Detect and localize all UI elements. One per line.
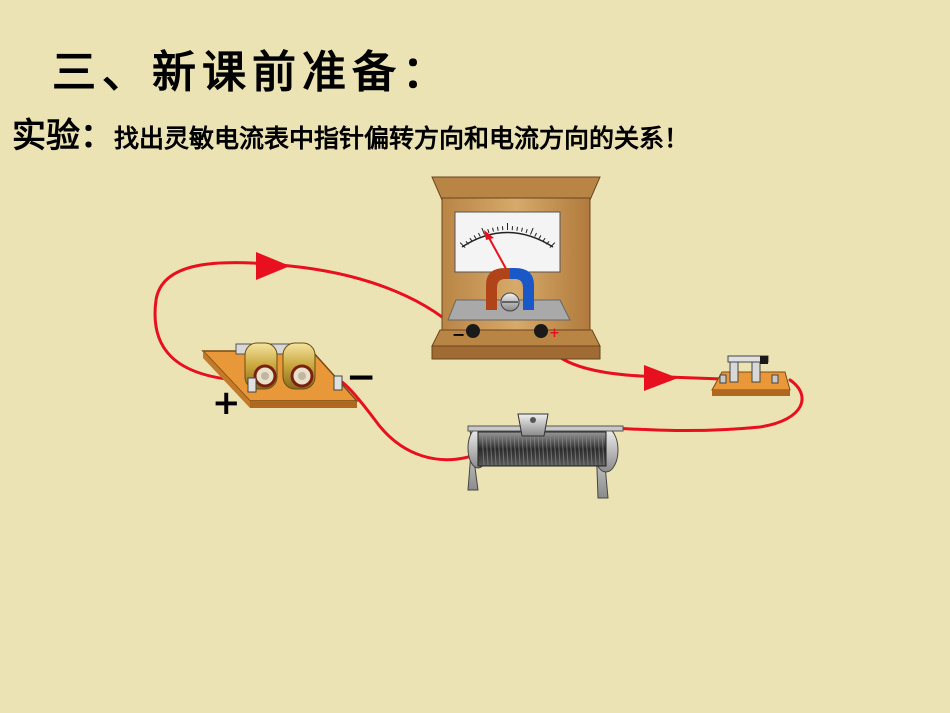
magnet-blue: [510, 268, 534, 310]
coil-winding: [541, 432, 545, 466]
scale-tick: [481, 227, 486, 235]
galvanometer-terminal-plus: [534, 324, 548, 338]
battery-positive-sign: +: [212, 383, 241, 423]
coil-winding: [493, 432, 497, 466]
rheostat-slider: [517, 413, 549, 437]
coil-winding: [517, 432, 521, 466]
coil-winding: [557, 432, 561, 466]
coil-winding: [533, 432, 537, 466]
scale-tick: [529, 227, 534, 235]
galvanometer: − +: [431, 176, 601, 360]
coil-winding: [581, 432, 585, 466]
switch: [711, 355, 791, 396]
rheostat-coil-windings: [481, 432, 605, 466]
coil-winding: [513, 432, 517, 466]
coil-winding: [597, 432, 601, 466]
coil-winding: [585, 432, 589, 466]
coil-winding: [497, 432, 501, 466]
scale-tick: [465, 241, 469, 245]
scale-tick: [477, 232, 481, 237]
battery: + −: [201, 342, 376, 423]
scale-tick: [525, 228, 528, 234]
coil-winding: [601, 432, 605, 466]
coil-winding: [553, 432, 557, 466]
current-arrows: [256, 252, 678, 391]
coil-winding: [549, 432, 553, 466]
coil-winding: [577, 432, 581, 466]
scale-tick: [538, 235, 542, 240]
scale-tick: [492, 227, 494, 232]
experiment-label: 实验：: [12, 116, 114, 156]
coil-winding: [501, 432, 505, 466]
wire-rheostat-to-battery: [340, 380, 485, 462]
galvanometer-terminal-minus: [466, 324, 480, 338]
coil-winding: [525, 432, 529, 466]
galvanometer-minus-sign: −: [452, 325, 465, 344]
coil-winding: [593, 432, 597, 466]
scale-tick: [473, 235, 477, 240]
scale-tick: [542, 237, 546, 242]
coil-winding: [569, 432, 573, 466]
scale-tick: [459, 242, 466, 248]
coil-winding: [561, 432, 565, 466]
coil-winding: [573, 432, 577, 466]
experiment-text: 找出灵敏电流表中指针偏转方向和电流方向的关系！: [114, 124, 690, 153]
wire-switch-to-rheostat: [610, 378, 804, 433]
galvanometer-plus-sign: +: [549, 326, 560, 341]
coil-winding: [565, 432, 569, 466]
scale-tick: [487, 228, 490, 234]
galvanometer-scale-ticks: [459, 223, 556, 248]
scale-tick: [534, 232, 538, 237]
coil-winding: [489, 432, 493, 466]
magnet-red: [486, 268, 510, 310]
battery-negative-sign: −: [346, 357, 376, 398]
experiment-line: 实验：找出灵敏电流表中指针偏转方向和电流方向的关系！: [12, 108, 689, 157]
scale-tick: [549, 242, 556, 248]
scale-tick: [496, 226, 499, 231]
coil-winding: [521, 432, 525, 466]
coil-winding: [529, 432, 533, 466]
coil-winding: [509, 432, 513, 466]
scale-tick: [521, 227, 523, 232]
galvanometer-top: [431, 176, 601, 201]
scale-tick: [469, 237, 473, 242]
coil-winding: [537, 432, 541, 466]
wire-battery-to-galvanometer: [153, 261, 460, 383]
rheostat: [467, 413, 624, 499]
slide-title: 三、新课前准备：: [52, 47, 452, 98]
current-arrow-right: [644, 365, 678, 391]
scale-tick: [546, 241, 550, 245]
coil-winding: [589, 432, 593, 466]
coil-winding: [545, 432, 549, 466]
coil-winding: [481, 432, 485, 466]
scale-tick: [516, 226, 519, 231]
current-arrow-top: [256, 252, 290, 280]
coil-winding: [505, 432, 509, 466]
coil-winding: [485, 432, 489, 466]
